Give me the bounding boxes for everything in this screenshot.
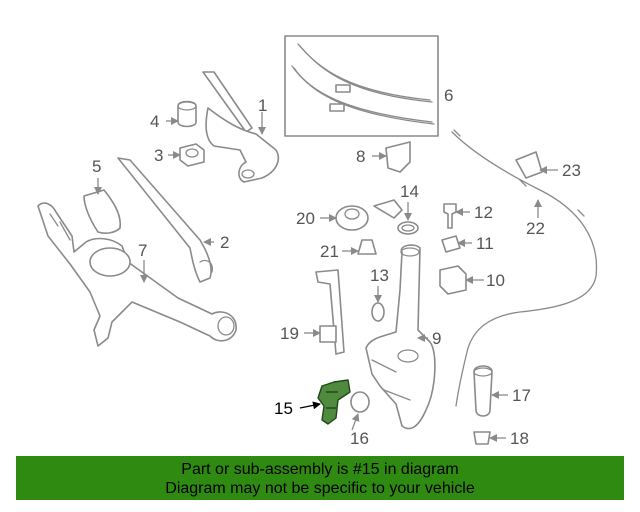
washer-reservoir-part: [365, 244, 436, 430]
leader-lines: [94, 112, 558, 442]
nut-part: [179, 143, 205, 167]
cap-part: [177, 100, 197, 128]
callout-10: 10: [486, 271, 505, 290]
o-ring-part: [371, 302, 385, 322]
clip-part: [441, 235, 461, 253]
wiper-linkage-part: [37, 202, 237, 347]
cap-small-part: [350, 391, 370, 413]
callout-14: 14: [400, 182, 419, 201]
callout-1: 1: [258, 96, 267, 115]
callout-11: 11: [476, 234, 494, 253]
tank-bracket-part: [315, 269, 345, 355]
hose-clip-part: [515, 151, 543, 179]
callout-23: 23: [562, 161, 581, 180]
plug-part: [357, 239, 377, 255]
callout-8: 8: [356, 147, 365, 166]
wiper-arm-left-part: [117, 157, 213, 283]
callout-22: 22: [526, 219, 545, 238]
mount-part: [439, 265, 467, 295]
wiper-blades-part: [284, 35, 439, 137]
pump-grommet-part: [473, 431, 491, 445]
washer-hose-part: [451, 129, 598, 407]
callout-21: 21: [320, 242, 339, 261]
wiper-arm-part: [202, 71, 280, 183]
highlighted-part-15: [317, 379, 351, 425]
washer-pump-part: [473, 365, 493, 417]
bracket-part: [385, 141, 411, 173]
grommet-part: [335, 205, 369, 231]
callout-7: 7: [138, 241, 147, 260]
banner-line-part-number: Part or sub-assembly is #15 in diagram: [181, 461, 459, 478]
callout-17: 17: [512, 386, 531, 405]
callout-4: 4: [150, 112, 159, 131]
callout-9: 9: [432, 329, 441, 348]
callout-16: 16: [350, 429, 369, 448]
callout-2: 2: [220, 233, 229, 252]
callout-15: 15: [274, 399, 293, 418]
callout-19: 19: [280, 324, 299, 343]
filler-cap-part: [373, 199, 419, 235]
parts-diagram: 1 2 3 4 5 6 7 8 9 10 11 12 13 14 15 16 1…: [37, 35, 598, 448]
callout-3: 3: [154, 146, 163, 165]
callout-18: 18: [510, 429, 529, 448]
callout-numbers: 1 2 3 4 5 6 7 8 9 10 11 12 13 14 15 16 1…: [92, 86, 581, 448]
callout-6: 6: [444, 86, 453, 105]
bolt-part: [443, 203, 457, 229]
callout-5: 5: [92, 157, 101, 176]
callout-20: 20: [296, 209, 315, 228]
banner-line-disclaimer: Diagram may not be specific to your vehi…: [165, 480, 475, 497]
cover-part: [83, 189, 122, 234]
callout-12: 12: [474, 203, 493, 222]
info-banner: Part or sub-assembly is #15 in diagram D…: [16, 456, 624, 500]
callout-13: 13: [370, 266, 389, 285]
